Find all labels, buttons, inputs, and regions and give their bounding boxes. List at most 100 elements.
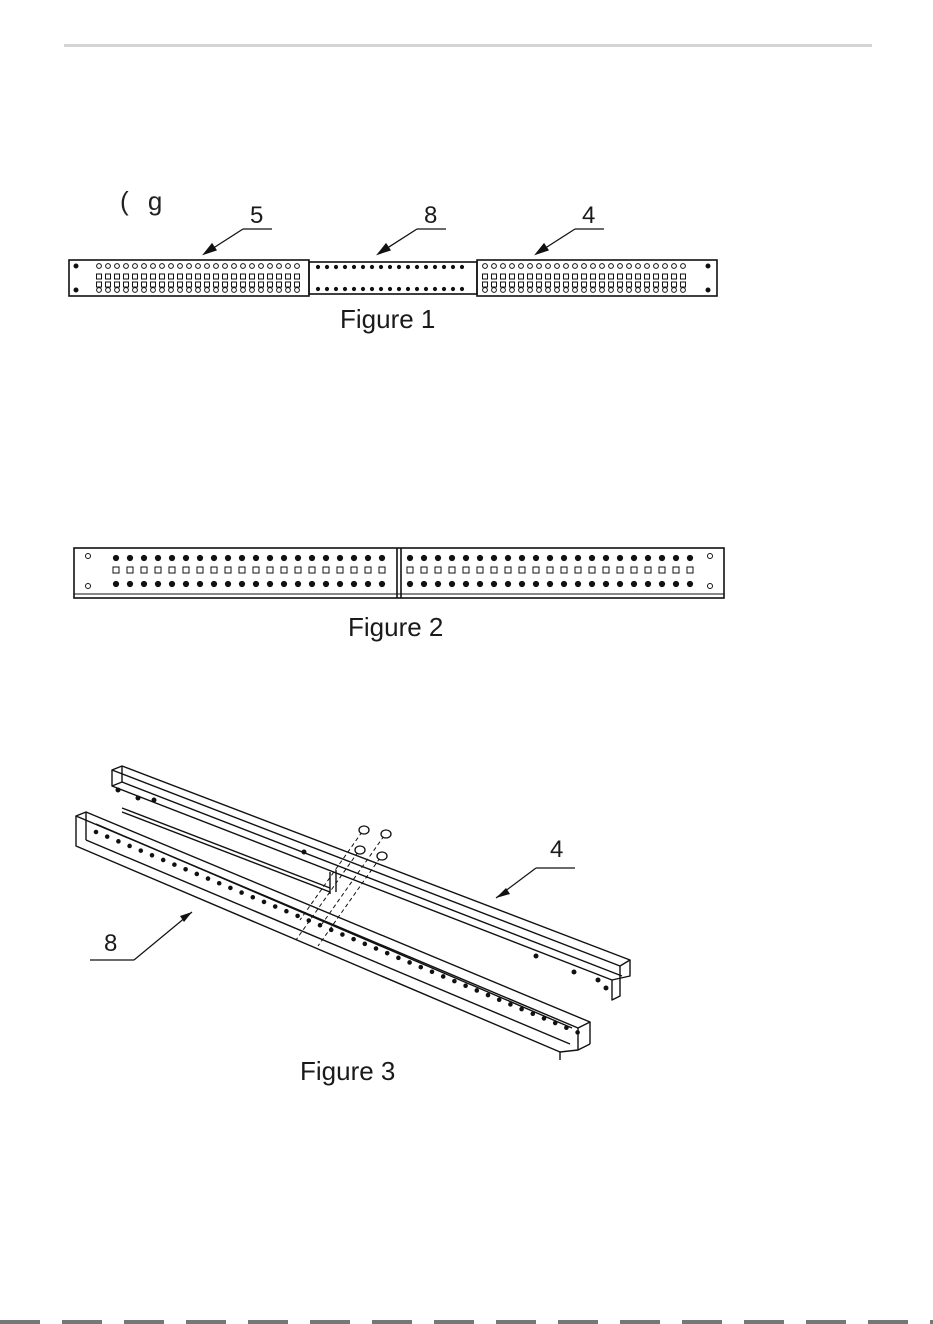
mounting-hole [232,288,237,293]
mounting-hole [97,288,102,293]
square-hole [115,274,120,279]
mounting-hole [435,581,440,586]
mounting-hole [352,937,356,941]
mounting-hole [141,581,146,586]
square-hole [286,282,291,287]
figure-2-caption: Figure 2 [348,612,443,643]
mounting-hole [561,581,566,586]
mounting-hole [273,905,277,909]
square-hole [223,282,228,287]
mounting-hole [596,978,600,982]
square-hole [564,274,569,279]
mounting-hole [178,264,183,269]
mounting-hole [483,264,488,269]
square-hole [407,567,413,573]
mounting-hole [251,895,255,899]
mounting-hole [195,872,199,876]
square-hole [223,274,228,279]
mounting-hole [582,264,587,269]
mounting-hole [433,287,436,290]
mounting-hole [654,288,659,293]
mounting-hole [267,581,272,586]
mounting-hole [253,581,258,586]
square-hole [631,567,637,573]
square-hole [627,282,632,287]
mounting-hole [600,264,605,269]
square-hole [196,274,201,279]
mounting-hole [663,264,668,269]
square-hole [115,282,120,287]
square-hole [225,567,231,573]
mounting-hole [565,1026,569,1030]
square-hole [205,274,210,279]
mounting-hole [645,264,650,269]
square-hole [133,282,138,287]
mounting-hole [408,961,412,965]
square-hole [645,282,650,287]
mounting-hole [519,581,524,586]
square-hole [555,282,560,287]
mounting-hole [196,264,201,269]
mounting-hole [460,287,463,290]
mounting-hole [341,933,345,937]
square-hole [259,274,264,279]
header-rule [64,44,872,47]
mounting-hole [309,555,314,560]
mounting-hole [281,555,286,560]
mounting-hole [86,584,91,589]
mounting-hole [151,288,156,293]
square-hole [681,282,686,287]
square-hole [295,274,300,279]
mounting-hole [708,554,713,559]
square-hole [510,282,515,287]
mounting-hole [295,555,300,560]
square-hole [663,282,668,287]
mounting-hole [533,581,538,586]
square-hole [214,282,219,287]
mounting-hole [97,264,102,269]
mounting-hole [617,555,622,560]
mounting-hole [609,264,614,269]
mounting-hole [451,265,454,268]
mounting-hole [307,919,311,923]
mounting-hole [214,264,219,269]
mounting-hole [449,581,454,586]
square-hole [214,274,219,279]
square-hole [151,274,156,279]
mounting-hole [576,1031,580,1035]
mounting-hole [296,914,300,918]
mounting-hole [117,840,121,844]
callout-8-rail: 8 [104,930,117,958]
mounting-hole [240,891,244,895]
mounting-hole [277,288,282,293]
mounting-hole [113,555,118,560]
mounting-hole [223,264,228,269]
square-hole [183,567,189,573]
mounting-hole [281,581,286,586]
mounting-hole [486,993,490,997]
mounting-hole [509,1003,513,1007]
mounting-hole [407,581,412,586]
square-hole [178,282,183,287]
figure-3-caption: Figure 3 [300,1056,395,1087]
mounting-hole [442,287,445,290]
mounting-hole [546,264,551,269]
square-hole [561,567,567,573]
mounting-hole [631,581,636,586]
mounting-hole [295,264,300,269]
mounting-hole [268,288,273,293]
square-hole [142,282,147,287]
mounting-hole [150,854,154,858]
mounting-hole [124,264,129,269]
square-hole [106,274,111,279]
square-hole [591,274,596,279]
square-hole [645,274,650,279]
mounting-hole [365,555,370,560]
mounting-hole [636,264,641,269]
square-hole [609,274,614,279]
mounting-hole [197,555,202,560]
mounting-hole [618,264,623,269]
square-hole [205,282,210,287]
figure-1: ( g 5 8 4 Figure 1 [0,190,933,340]
mounting-hole [169,264,174,269]
